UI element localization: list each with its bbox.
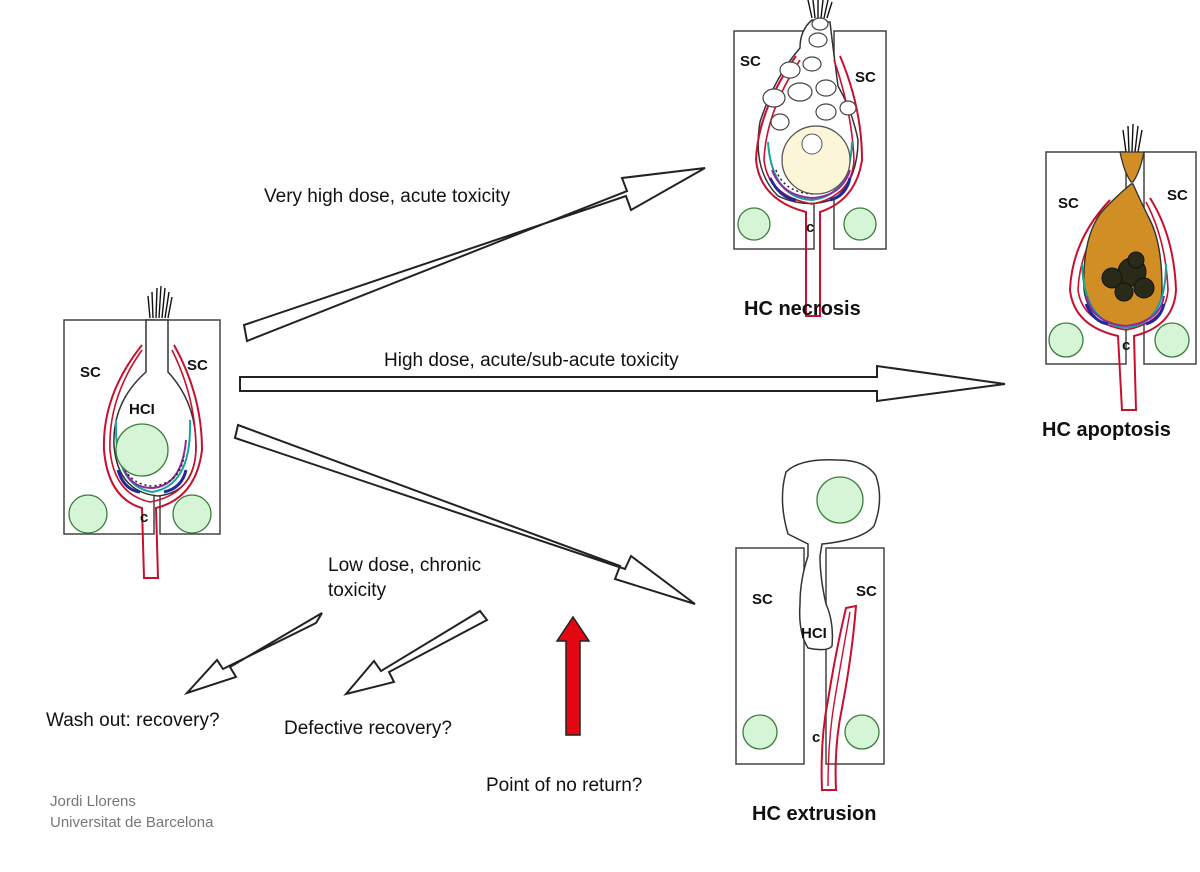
supporting-cell-nucleus-left <box>1048 322 1084 358</box>
calyx-inner <box>763 59 855 205</box>
supporting-cell-nucleus-right <box>843 207 877 241</box>
label-calyx: c <box>1122 337 1130 354</box>
supporting-cell-nucleus-left <box>68 494 108 534</box>
purple-layer <box>121 439 187 490</box>
label-sc-left: SC <box>752 591 773 608</box>
label-sc-left: SC <box>1058 195 1079 212</box>
calyx-inner <box>1077 201 1169 331</box>
label-low-dose-line2: toxicity <box>328 580 387 601</box>
normal-hair-cell: SC SC HCI c <box>63 285 221 579</box>
label-sc-left: SC <box>80 364 101 381</box>
calyx-collapsed <box>820 604 858 791</box>
supporting-cell-nucleus-right <box>844 714 880 750</box>
swollen-nucleus <box>781 125 851 195</box>
apoptotic-hair-cell: SC SC c <box>1045 123 1197 411</box>
label-hci: HCI <box>801 625 827 642</box>
arrow-point-of-no-return <box>555 615 591 736</box>
label-very-high-dose: Very high dose, acute toxicity <box>264 186 511 207</box>
calyx-outer <box>1068 197 1178 411</box>
stereocilia-icon <box>147 285 173 319</box>
hair-cell-nucleus <box>115 423 169 477</box>
inner-vacuole <box>801 133 823 155</box>
label-low-dose-line1: Low dose, chronic <box>328 555 481 576</box>
credit-institution: Universitat de Barcelona <box>50 814 214 831</box>
vacuoles <box>762 17 857 131</box>
blue-layer <box>116 469 188 494</box>
teal-layer <box>1081 263 1167 330</box>
supporting-cell-nucleus-left <box>742 714 778 750</box>
necrotic-hair-cell: SC SC c <box>733 0 887 317</box>
purple-layer <box>771 169 851 200</box>
extruded-apical-tip <box>1119 151 1145 183</box>
title-hc-necrosis: HC necrosis <box>744 298 861 320</box>
label-calyx: c <box>806 219 814 236</box>
credit-author: Jordi Llorens <box>50 793 136 810</box>
blue-layer <box>1084 303 1166 326</box>
calyx-inner <box>109 349 197 503</box>
arrow-wash-out <box>183 612 323 696</box>
blue-layer <box>768 177 852 202</box>
apoptotic-bodies <box>1101 251 1155 302</box>
arrow-low-dose <box>233 423 696 605</box>
label-calyx: c <box>140 509 148 526</box>
calyx-collapsed-inner <box>827 611 851 787</box>
label-hci: HCI <box>129 401 155 418</box>
label-high-dose: High dose, acute/sub-acute toxicity <box>384 350 679 371</box>
label-sc-right: SC <box>1167 187 1188 204</box>
label-calyx: c <box>812 729 820 746</box>
label-defective-recovery: Defective recovery? <box>284 718 452 739</box>
label-sc-left: SC <box>740 53 761 70</box>
calyx-outer <box>102 344 204 579</box>
label-sc-right: SC <box>187 357 208 374</box>
extruding-hair-cell: SC SC HCI c <box>735 459 885 791</box>
label-wash-out: Wash out: recovery? <box>46 710 220 731</box>
supporting-cell-nucleus-right <box>172 494 212 534</box>
label-sc-right: SC <box>855 69 876 86</box>
purple-layer <box>1085 295 1165 328</box>
arrow-very-high-dose <box>242 167 706 343</box>
label-point-of-no-return: Point of no return? <box>486 775 642 796</box>
title-hc-extrusion: HC extrusion <box>752 803 876 825</box>
arrow-defective-recovery <box>343 609 489 696</box>
supporting-cell-nucleus-right <box>1154 322 1190 358</box>
calyx-outer <box>754 55 864 317</box>
stereocilia-icon <box>807 0 833 19</box>
arrow-high-dose <box>239 364 1006 403</box>
stereocilia-icon <box>1122 123 1143 153</box>
title-hc-apoptosis: HC apoptosis <box>1042 419 1171 441</box>
dotted-layer <box>119 455 185 487</box>
label-sc-right: SC <box>856 583 877 600</box>
supporting-cell-nucleus-left <box>737 207 771 241</box>
extruded-nucleus <box>816 476 864 524</box>
